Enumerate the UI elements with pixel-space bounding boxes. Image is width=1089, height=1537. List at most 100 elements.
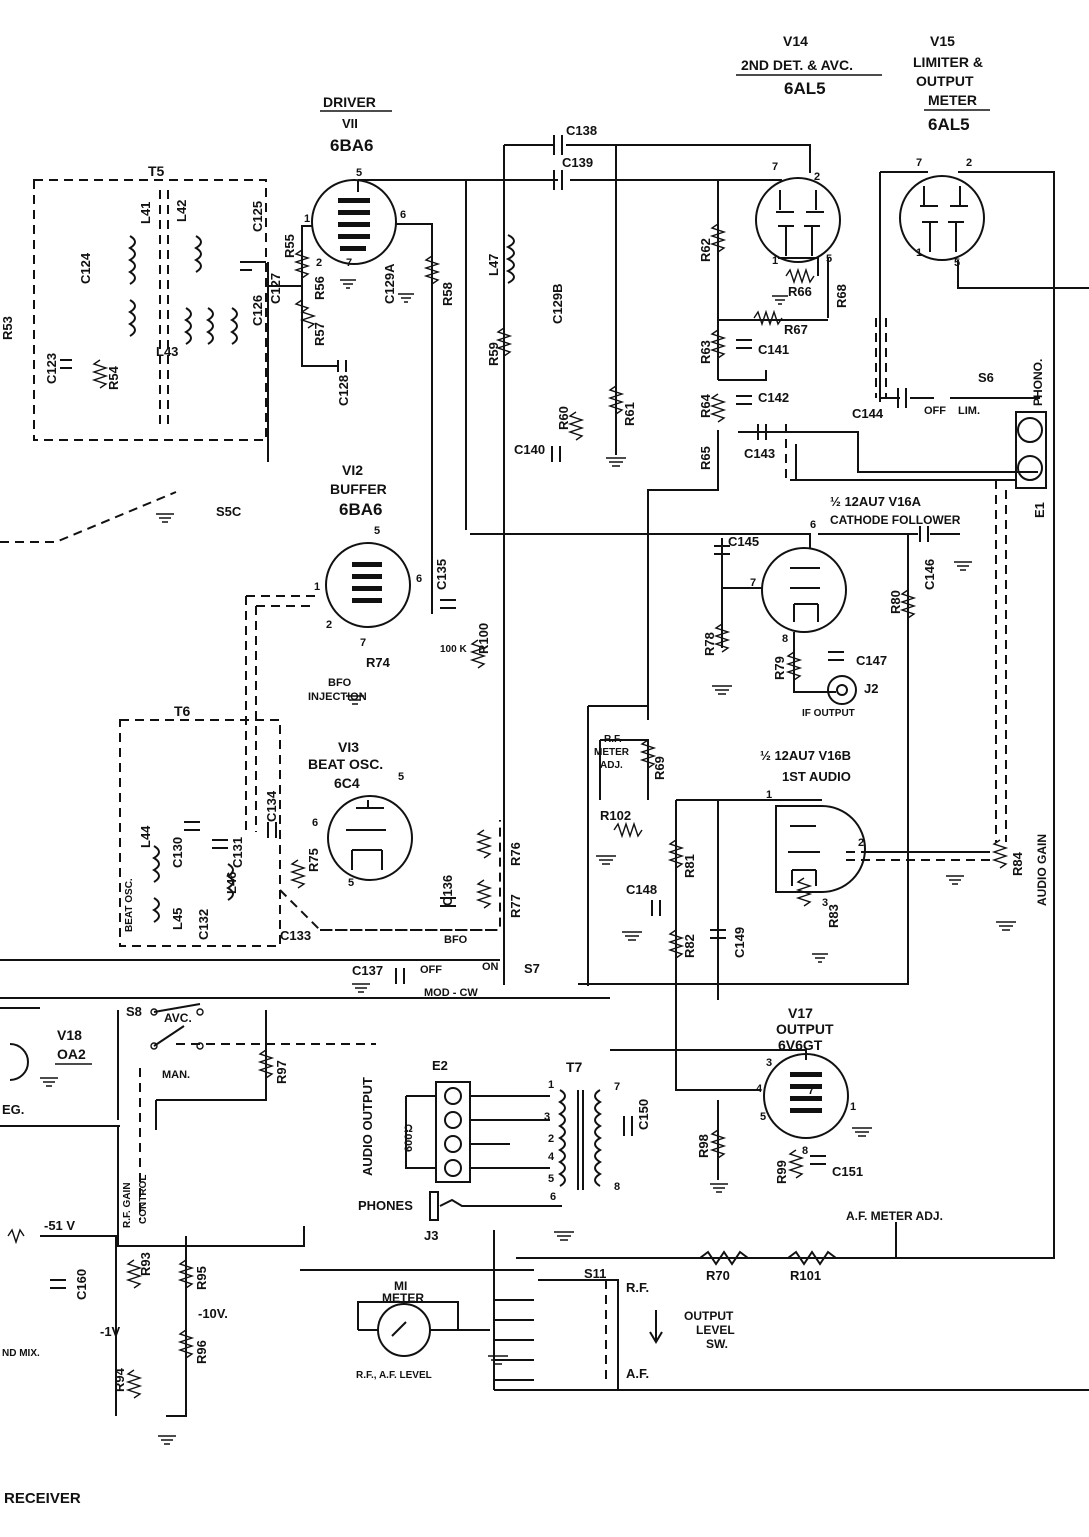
label-j3: J3 [424,1228,438,1243]
v13-function: BEAT OSC. [308,756,383,772]
label-s8: S8 [126,1004,142,1019]
label-phono: PHONO. [1031,359,1045,406]
pin-v12-5: 5 [374,525,380,537]
pin-v17-1: 1 [850,1101,856,1113]
v15-tube [899,175,985,261]
pin-v15-1: 1 [916,247,922,259]
note-audio-gain: AUDIO GAIN [1035,834,1049,906]
label-c151: C151 [832,1164,863,1179]
label-c123: C123 [44,353,59,384]
pin-v11-6: 6 [400,209,406,221]
pin-v16a-7: 7 [750,577,756,589]
label-r80: R80 [888,590,903,614]
pin-v14-5: 5 [826,253,832,265]
label-r54: R54 [106,365,121,390]
v13-designator: VI3 [338,739,359,755]
label-l42: L42 [174,200,189,222]
v12-buffer: VI2 BUFFER 6BA6 [325,462,411,628]
v15-envelope [899,175,985,261]
label-r82: R82 [682,934,697,958]
label-r75: R75 [306,848,321,872]
note-minus10: -10V. [198,1306,228,1321]
label-r81: R81 [682,854,697,878]
pin-v13-7: 5 [348,877,354,889]
v17-function: OUTPUT [776,1021,834,1037]
v13-type: 6C4 [334,775,360,791]
label-l41: L41 [138,202,153,224]
label-r93: R93 [138,1252,153,1276]
v15-header: V15 LIMITER & OUTPUT METER 6AL5 [913,33,990,134]
label-s11-rf: R.F. [626,1280,649,1295]
v17-designator: V17 [788,1005,813,1021]
label-c139: C139 [562,155,593,170]
label-c136: C136 [440,875,455,906]
v18-designator: V18 [57,1027,82,1043]
v11-driver: DRIVER VII 6BA6 [311,94,397,265]
label-r84: R84 [1010,851,1025,876]
pin-v17-5: 5 [760,1111,766,1123]
pin-v16a-8: 8 [782,633,788,645]
pin-v11-7: 7 [346,257,352,269]
label-l45: L45 [170,908,185,930]
note-ohms-unit: Ω [404,1123,413,1135]
v14-envelope [755,177,841,263]
v16a-envelope [761,547,847,633]
label-e1: E1 [1032,502,1047,518]
label-c129b: C129B [550,284,565,324]
pin-v16b-2: 2 [858,837,864,849]
pin-t7-2: 2 [548,1133,554,1145]
v15-function-3: METER [928,92,977,108]
j2-jack [827,675,857,705]
note-beat-osc: BEAT OSC. [124,878,135,932]
v16b-envelope [775,805,866,893]
v14-designator: V14 [783,33,808,49]
neg-label: EG. [2,1102,24,1117]
pin-v14-1: 1 [772,255,778,267]
note-bfo-injection-2: INJECTION [308,691,367,703]
v12-designator: VI2 [342,462,363,478]
label-s8-man: MAN. [162,1069,190,1081]
pin-v15-7: 7 [916,157,922,169]
m1-meter [377,1303,431,1357]
pin-v13-6: 6 [312,817,318,829]
shielded-lines [0,318,1010,1220]
label-r59: R59 [486,342,501,366]
v11-envelope [311,179,397,265]
label-r69: R69 [652,756,667,780]
pin-t7-6: 6 [550,1191,556,1203]
label-r55: R55 [282,234,297,258]
component-labels: C138 C139 C124 C125 C123 C126 C127 C129A… [0,123,1025,1392]
left-edge-labels: EG. ND MIX. RECEIVER [2,1102,81,1507]
capacitor-symbols [50,135,929,1289]
label-r98: R98 [696,1134,711,1158]
pin-v17-4: 4 [756,1083,763,1095]
label-c130: C130 [170,837,185,868]
v16a-function: CATHODE FOLLOWER [830,513,961,527]
v16a-label: ½ 12AU7 V16A [830,494,922,509]
label-c150: C150 [636,1099,651,1130]
phono-jack-1 [1017,417,1043,443]
note-output-level-2: LEVEL [696,1323,735,1337]
label-r60: R60 [556,406,571,430]
pin-v12-1: 1 [314,581,320,593]
label-c135: C135 [434,559,449,590]
pin-t7-4: 4 [548,1151,555,1163]
switch-labels: S5C S6 OFF LIM. S7 OFF ON MOD - CW S8 AV… [126,359,1047,1381]
note-rf-gain-2: CONTROL [138,1175,149,1224]
label-r66: R66 [788,284,812,299]
down-arrow-icon [649,1310,663,1344]
label-r74: R74 [366,655,391,670]
v11-type: 6BA6 [330,136,373,155]
label-c160: C160 [74,1269,89,1300]
label-r97: R97 [274,1060,289,1084]
label-r100: R100 [476,623,491,654]
label-c144: C144 [852,406,884,421]
wiring [0,144,1089,1417]
label-r96: R96 [194,1340,209,1364]
pin-v15-5: 5 [954,257,960,269]
label-r101: R101 [790,1268,821,1283]
label-c143: C143 [744,446,775,461]
pin-v17-7: 7 [808,1085,814,1097]
label-c124: C124 [78,252,93,284]
